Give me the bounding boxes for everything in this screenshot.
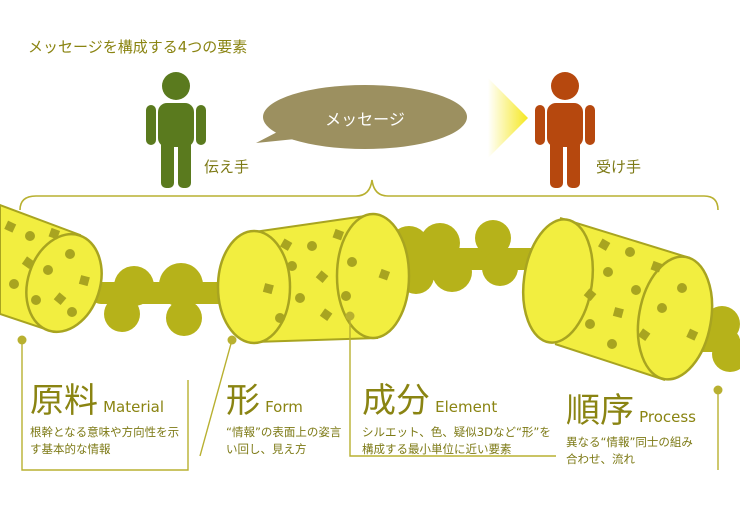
element-process-en: Process xyxy=(639,408,696,426)
element-element-en: Element xyxy=(435,398,498,416)
element-element-jp: 成分 xyxy=(362,381,430,421)
diagram-title: メッセージを構成する4つの要素 xyxy=(28,38,248,56)
callout-dots xyxy=(17,311,723,395)
direction-arrow-icon xyxy=(488,78,528,158)
element-form-desc: “情報”の表面上の姿言い回し、見え方 xyxy=(226,425,342,456)
receiver-person-icon xyxy=(535,72,595,188)
element-element-desc: シルエット、色、疑似3Dなど“形”を構成する最小単位に近い要素 xyxy=(362,425,551,456)
element-element-heading: 成分 Element xyxy=(362,384,497,418)
sender-label: 伝え手 xyxy=(204,158,250,176)
element-process-heading: 順序 Process xyxy=(566,394,696,428)
cylinder-material xyxy=(0,203,103,334)
receiver-label: 受け手 xyxy=(596,158,642,176)
element-form-en: Form xyxy=(265,398,303,416)
cylinder-process xyxy=(521,217,714,381)
callout-lines xyxy=(21,316,719,471)
element-material-en: Material xyxy=(103,398,165,416)
element-form-heading: 形 Form xyxy=(226,384,303,418)
element-process-jp: 順序 xyxy=(566,391,634,431)
element-process-desc: 異なる“情報”同士の組み合わせ、流れ xyxy=(566,435,693,466)
element-material-desc: 根幹となる意味や方向性を示す基本的な情報 xyxy=(30,425,180,456)
cylinder-form xyxy=(216,212,411,345)
element-material-jp: 原料 xyxy=(30,381,98,421)
element-form-jp: 形 xyxy=(226,381,260,421)
element-material-heading: 原料 Material xyxy=(30,384,164,418)
message-bubble xyxy=(256,85,467,149)
brace xyxy=(19,179,719,211)
bubble-text: メッセージ xyxy=(325,110,405,129)
sender-person-icon xyxy=(146,72,206,188)
